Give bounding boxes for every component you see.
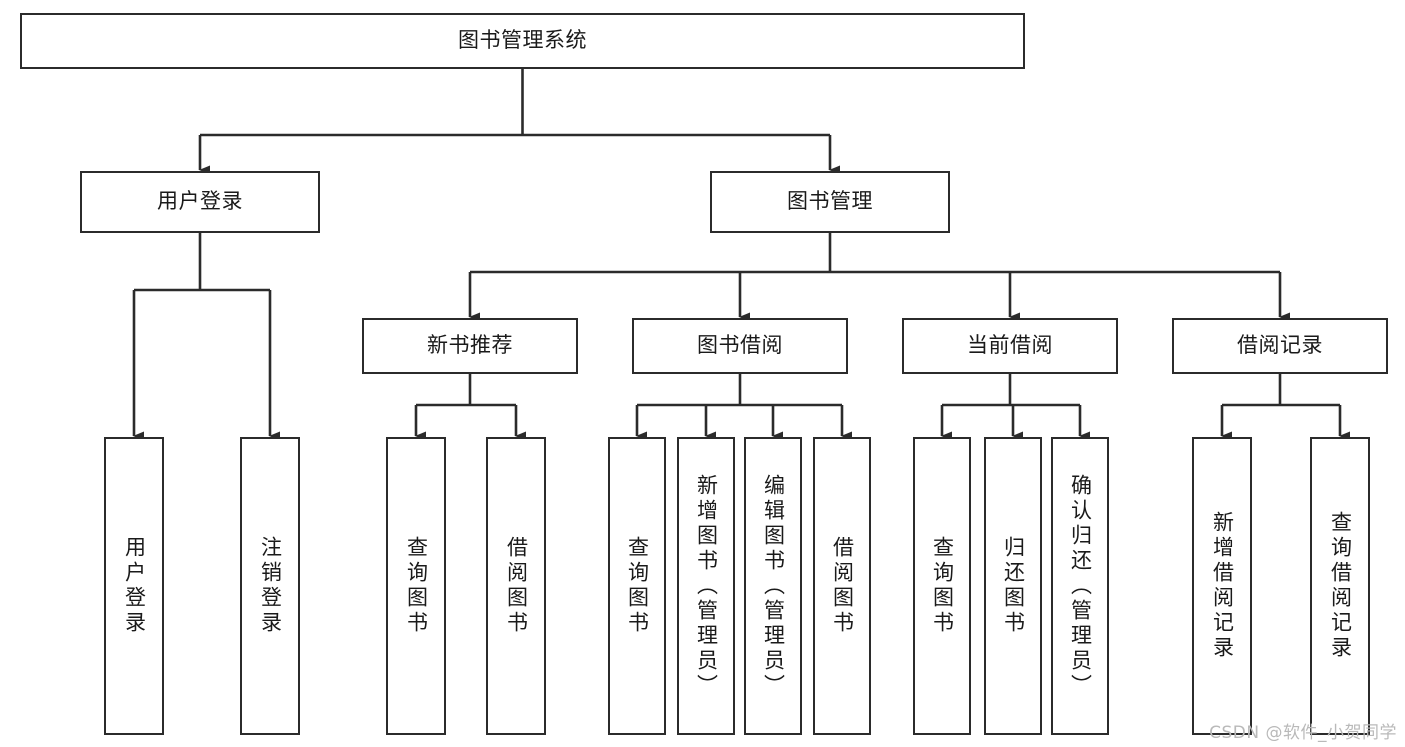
node-leaf-query-borrow-record[interactable]: 查询借阅记录 — [1310, 437, 1370, 735]
node-leaf-confirm-return-admin[interactable]: 确认归还（管理员） — [1051, 437, 1109, 735]
node-book-borrow[interactable]: 图书借阅 — [632, 318, 848, 374]
node-leaf-query-book-cur-label: 查询图书 — [930, 536, 955, 636]
node-leaf-user-login-label: 用户登录 — [122, 536, 147, 636]
node-borrow-record-label: 借阅记录 — [1237, 333, 1323, 358]
node-leaf-confirm-return-admin-label: 确认归还（管理员） — [1068, 473, 1093, 699]
node-leaf-add-borrow-record-label: 新增借阅记录 — [1210, 511, 1235, 661]
node-current-borrow-label: 当前借阅 — [967, 333, 1053, 358]
node-leaf-query-book-rec[interactable]: 查询图书 — [386, 437, 446, 735]
node-leaf-borrow-book-rec[interactable]: 借阅图书 — [486, 437, 546, 735]
node-root[interactable]: 图书管理系统 — [20, 13, 1025, 69]
node-leaf-return-book[interactable]: 归还图书 — [984, 437, 1042, 735]
node-leaf-query-book-cur[interactable]: 查询图书 — [913, 437, 971, 735]
node-leaf-query-book-rec-label: 查询图书 — [404, 536, 429, 636]
node-leaf-borrow-book-rec-label: 借阅图书 — [504, 536, 529, 636]
node-leaf-query-book-borrow[interactable]: 查询图书 — [608, 437, 666, 735]
node-leaf-return-book-label: 归还图书 — [1001, 536, 1026, 636]
node-leaf-add-book-admin[interactable]: 新增图书（管理员） — [677, 437, 735, 735]
node-book-manage[interactable]: 图书管理 — [710, 171, 950, 233]
node-leaf-edit-book-admin-label: 编辑图书（管理员） — [761, 473, 786, 699]
node-leaf-borrow-book-label: 借阅图书 — [830, 536, 855, 636]
node-new-book-rec[interactable]: 新书推荐 — [362, 318, 578, 374]
node-current-borrow[interactable]: 当前借阅 — [902, 318, 1118, 374]
node-leaf-add-borrow-record[interactable]: 新增借阅记录 — [1192, 437, 1252, 735]
node-leaf-user-logout-label: 注销登录 — [258, 536, 283, 636]
node-leaf-borrow-book[interactable]: 借阅图书 — [813, 437, 871, 735]
node-user-login-label: 用户登录 — [157, 189, 243, 214]
node-user-login[interactable]: 用户登录 — [80, 171, 320, 233]
node-book-manage-label: 图书管理 — [787, 189, 873, 214]
node-leaf-add-book-admin-label: 新增图书（管理员） — [694, 473, 719, 699]
node-root-label: 图书管理系统 — [458, 28, 587, 53]
node-new-book-rec-label: 新书推荐 — [427, 333, 513, 358]
node-leaf-user-logout[interactable]: 注销登录 — [240, 437, 300, 735]
node-borrow-record[interactable]: 借阅记录 — [1172, 318, 1388, 374]
node-leaf-query-book-borrow-label: 查询图书 — [625, 536, 650, 636]
node-leaf-user-login[interactable]: 用户登录 — [104, 437, 164, 735]
csdn-watermark: CSDN @软件_小贺同学 — [1209, 723, 1397, 743]
node-leaf-query-borrow-record-label: 查询借阅记录 — [1328, 511, 1353, 661]
node-leaf-edit-book-admin[interactable]: 编辑图书（管理员） — [744, 437, 802, 735]
connector-lines — [132, 69, 1350, 441]
node-book-borrow-label: 图书借阅 — [697, 333, 783, 358]
